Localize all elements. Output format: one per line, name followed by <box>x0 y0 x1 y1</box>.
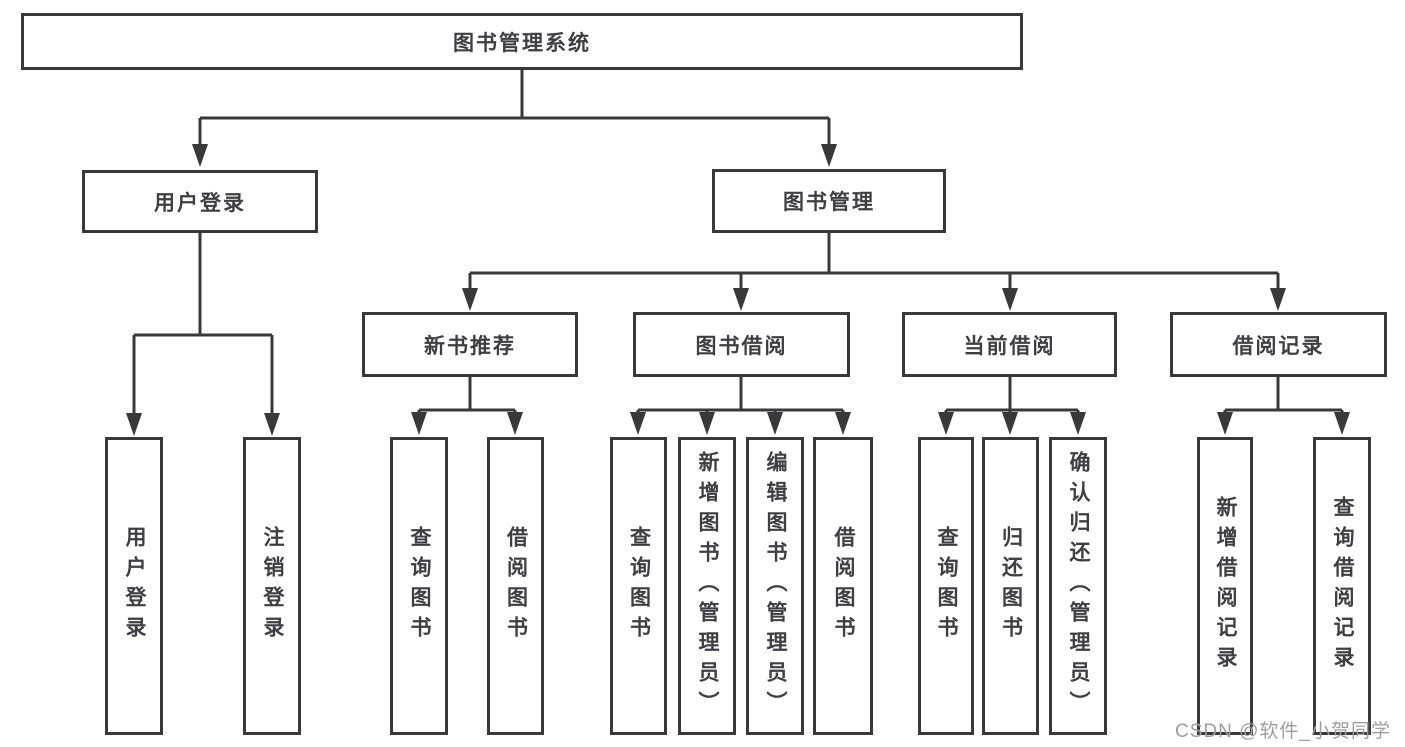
node-label: 借阅图书 <box>504 526 528 646</box>
edges-user-login <box>126 233 280 436</box>
edges-borrow-records <box>1217 377 1350 435</box>
node-label: 新书推荐 <box>424 334 516 358</box>
leaf-return-books: 归还图书 <box>982 437 1039 735</box>
node-label: 图书管理 <box>783 191 875 214</box>
node-book-borrow: 图书借阅 <box>633 312 850 377</box>
node-new-book-recommend: 新书推荐 <box>362 312 578 377</box>
node-label: 借阅图书 <box>832 526 855 646</box>
edges-new-book-recommend <box>411 377 523 435</box>
node-label: 查询图书 <box>408 526 431 646</box>
node-label: 归还图书 <box>999 526 1023 646</box>
watermark: CSDN @软件_小贺同学 <box>1175 721 1391 742</box>
node-book-management: 图书管理 <box>712 169 946 233</box>
leaf-user-login: 用户登录 <box>105 437 163 735</box>
node-label: 图书管理系统 <box>453 31 591 55</box>
leaf-borrow-books: 借阅图书 <box>813 437 873 735</box>
node-label: 注销登录 <box>261 526 284 646</box>
node-label: 用户登录 <box>154 191 246 215</box>
node-label: 查询图书 <box>627 526 651 646</box>
leaf-edit-books-admin: 编辑图书（管理员） <box>746 437 804 735</box>
node-label: 查询图书 <box>935 526 958 646</box>
edges-book-borrow <box>630 377 851 435</box>
node-label: 编辑图书（管理员） <box>764 451 787 721</box>
node-borrow-records: 借阅记录 <box>1170 312 1387 377</box>
leaf-logout: 注销登录 <box>243 437 301 735</box>
leaf-confirm-return-admin: 确认归还（管理员） <box>1049 437 1107 735</box>
node-current-borrow: 当前借阅 <box>902 312 1117 377</box>
node-label: 借阅记录 <box>1232 334 1325 358</box>
leaf-borrow-books-recommend: 借阅图书 <box>487 437 544 735</box>
node-root: 图书管理系统 <box>21 13 1023 70</box>
node-label: 用户登录 <box>123 526 146 646</box>
edges-current-borrow <box>938 377 1086 435</box>
edges-root <box>192 70 837 167</box>
node-label: 确认归还（管理员） <box>1067 451 1090 721</box>
node-label: 新增借阅记录 <box>1214 496 1237 676</box>
node-label: 图书借阅 <box>695 334 788 358</box>
leaf-query-borrow-record: 查询借阅记录 <box>1313 437 1371 735</box>
node-label: 新增图书（管理员） <box>696 451 719 721</box>
edges-book-management <box>462 233 1286 311</box>
node-user-login: 用户登录 <box>82 170 318 233</box>
leaf-query-books-borrow: 查询图书 <box>610 437 667 735</box>
leaf-query-books-current: 查询图书 <box>918 437 974 735</box>
node-label: 当前借阅 <box>963 334 1056 358</box>
node-label: 查询借阅记录 <box>1331 496 1354 676</box>
leaf-query-books-recommend: 查询图书 <box>390 437 448 735</box>
leaf-add-books-admin: 新增图书（管理员） <box>678 437 736 735</box>
leaf-add-borrow-record: 新增借阅记录 <box>1197 437 1253 735</box>
